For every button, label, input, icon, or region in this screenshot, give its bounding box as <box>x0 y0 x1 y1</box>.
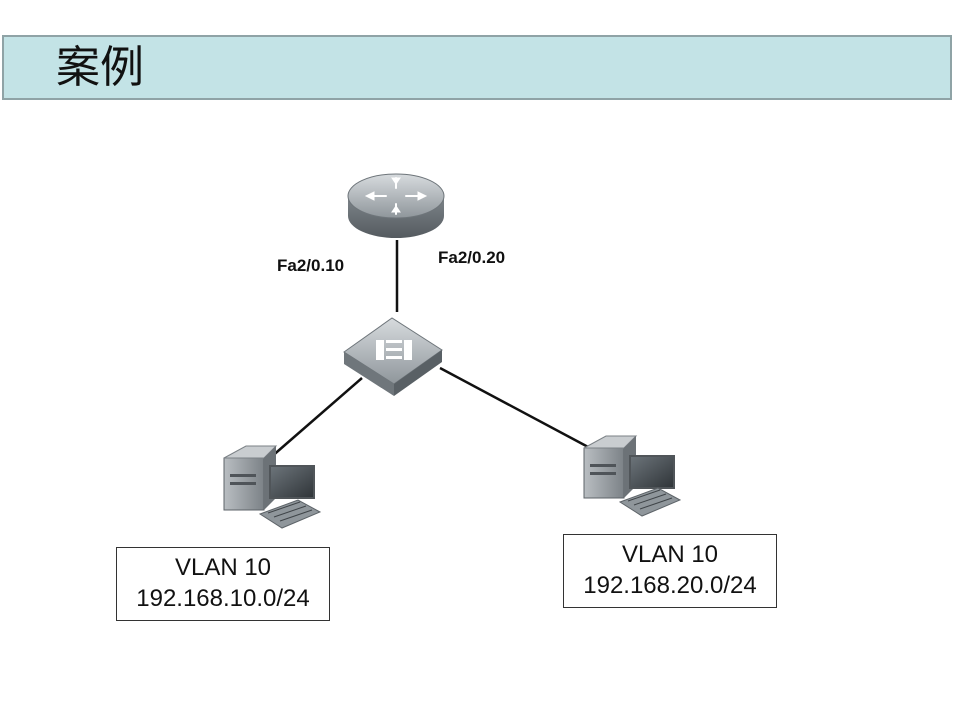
network-box-right: VLAN 10 192.168.20.0/24 <box>563 534 777 608</box>
port-label-fa2-0-10: Fa2/0.10 <box>277 256 345 275</box>
vlan-label: VLAN 10 <box>174 554 272 581</box>
slide-title: 案例 <box>56 42 144 93</box>
pc-icon <box>583 435 682 517</box>
link-switch-pc-right <box>439 366 591 450</box>
vlan-label: VLAN 10 <box>621 541 719 568</box>
network-box-left: VLAN 10 192.168.10.0/24 <box>116 547 330 621</box>
link-switch-pc-left <box>269 377 363 459</box>
port-label-fa2-0-20: Fa2/0.20 <box>438 248 506 267</box>
subnet-label: 192.168.10.0/24 <box>136 585 310 612</box>
subnet-label: 192.168.20.0/24 <box>583 572 757 599</box>
router-icon <box>347 173 445 238</box>
pc-icon <box>223 445 322 529</box>
switch-icon <box>343 317 443 396</box>
title-bar: 案例 <box>2 35 952 100</box>
